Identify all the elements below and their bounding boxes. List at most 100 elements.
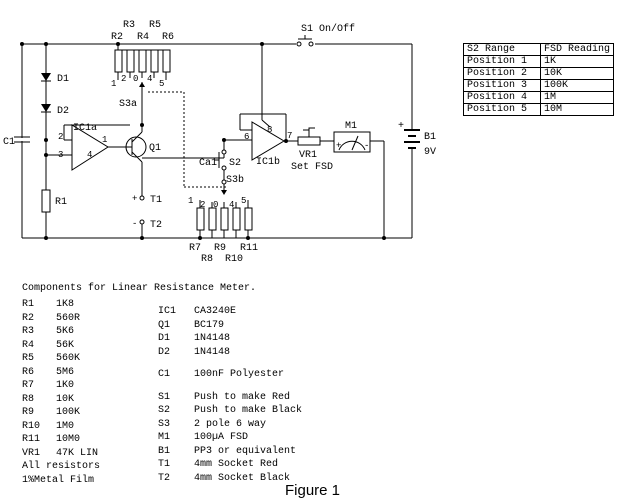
component-value: 47K LIN — [56, 447, 99, 459]
component-ref: R4 — [22, 339, 35, 351]
component-value: 4mm Socket Red — [194, 459, 279, 470]
meter-minus: - — [364, 141, 369, 151]
b1-label: B1 — [424, 132, 436, 143]
svg-text:4: 4 — [147, 74, 152, 84]
component-value: 1N4148 — [194, 333, 231, 344]
d2-label: D2 — [57, 106, 69, 117]
component-ref: R5 — [22, 353, 35, 364]
meter-m1 — [333, 131, 385, 238]
component-value: PP3 or equivalent — [194, 445, 297, 457]
r10-label: R10 — [225, 254, 243, 265]
s1-switch — [296, 35, 314, 47]
diode-d1 — [41, 73, 51, 82]
component-ref: T2 — [158, 472, 171, 484]
range-table-header: S2 Range FSD Reading — [463, 43, 615, 56]
s3b-label: S3b — [226, 174, 244, 186]
top-position-labels: 1 2 0 4 5 — [111, 74, 164, 89]
capacitor-c1 — [14, 136, 30, 143]
ic1a-pin2: 2 — [58, 132, 63, 142]
r6-label: R6 — [162, 32, 174, 43]
list-item: S1 Push to make Red — [158, 391, 302, 405]
ic1b-pin6: 6 — [244, 132, 249, 142]
component-ref: All resistors — [22, 461, 101, 472]
list-item: All resistors — [22, 460, 100, 474]
component-value: 4mm Socket Black — [194, 472, 291, 484]
component-value: 1K0 — [56, 380, 75, 391]
component-ref: 1%Metal Film — [22, 474, 95, 486]
potentiometer-vr1 — [297, 127, 334, 146]
s3a-label: S3a — [119, 99, 137, 110]
r9-label: R9 — [214, 243, 226, 254]
table-row: Position 1 1K — [463, 55, 615, 68]
component-ref: S1 — [158, 391, 171, 403]
component-ref: B1 — [158, 445, 171, 457]
component-ref: R6 — [22, 366, 35, 378]
list-item: B1 PP3 or equivalent — [158, 445, 302, 459]
component-ref: T1 — [158, 459, 171, 470]
component-value: CA3240E — [194, 306, 237, 317]
component-value: 560R — [56, 312, 81, 324]
m1-label: M1 — [345, 121, 357, 132]
ic1b-pin8: 8 — [267, 125, 272, 135]
component-ref: R3 — [22, 326, 35, 337]
component-value: 1N4148 — [194, 346, 231, 358]
svg-text:2: 2 — [200, 200, 205, 210]
opamp-ic1b — [239, 44, 298, 161]
table-row: Position 5 10M — [463, 103, 615, 116]
svg-text:2: 2 — [121, 74, 126, 84]
s2-label: S2 — [229, 158, 241, 169]
component-value: 560K — [56, 353, 81, 364]
terminal-t1 — [139, 195, 145, 201]
list-item: 1%Metal Film — [22, 474, 100, 488]
battery-plus: + — [398, 121, 404, 132]
r8-label: R8 — [201, 254, 213, 265]
opamp-ic1a — [46, 124, 130, 171]
table-row: Position 4 1M — [463, 91, 615, 104]
svg-text:5: 5 — [241, 196, 246, 206]
component-ref: IC1 — [158, 306, 177, 317]
r5-label: R5 — [149, 20, 161, 31]
component-value: 2 pole 6 way — [194, 418, 267, 430]
component-value: 10K — [56, 393, 75, 405]
component-ref: C1 — [158, 369, 171, 380]
table-row: Position 2 10K — [463, 67, 615, 80]
figure-caption: Figure 1 — [284, 482, 341, 499]
r2-label: R2 — [111, 32, 123, 43]
diode-d2 — [41, 104, 51, 113]
ic1a-pin3: 3 — [58, 150, 63, 160]
ic1b-pin7: 7 — [287, 131, 292, 141]
ic1a-pin4: 4 — [87, 150, 92, 160]
r1-label: R1 — [55, 197, 67, 208]
component-value: BC179 — [194, 319, 225, 331]
voltage-label: 9V — [424, 147, 436, 158]
svg-text:4: 4 — [229, 200, 234, 210]
ic1a-label: IC1a — [73, 123, 97, 134]
q1-label: Q1 — [149, 143, 161, 154]
meter-plus: + — [336, 141, 341, 151]
bottom-position-labels: 1 2 0 4 5 — [188, 196, 246, 210]
circuit-schematic: S1 On/Off B1 9V + C1 D1 D2 R1 — [3, 20, 436, 265]
component-ref: R9 — [22, 407, 35, 418]
range-table: S2 Range FSD Reading Position 1 1K Posit… — [463, 43, 615, 116]
d1-label: D1 — [57, 74, 69, 85]
svg-text:1: 1 — [111, 79, 116, 89]
list-item: VR1 47K LIN — [22, 447, 100, 461]
transistor-q1 — [125, 87, 147, 196]
table-row: Position 3 100K — [463, 79, 615, 92]
list-item: T1 4mm Socket Red — [158, 458, 302, 472]
component-ref: VR1 — [22, 447, 41, 459]
list-item: T2 4mm Socket Black — [158, 472, 302, 486]
component-value: Push to make Red — [194, 391, 291, 403]
component-ref: R7 — [22, 380, 35, 391]
